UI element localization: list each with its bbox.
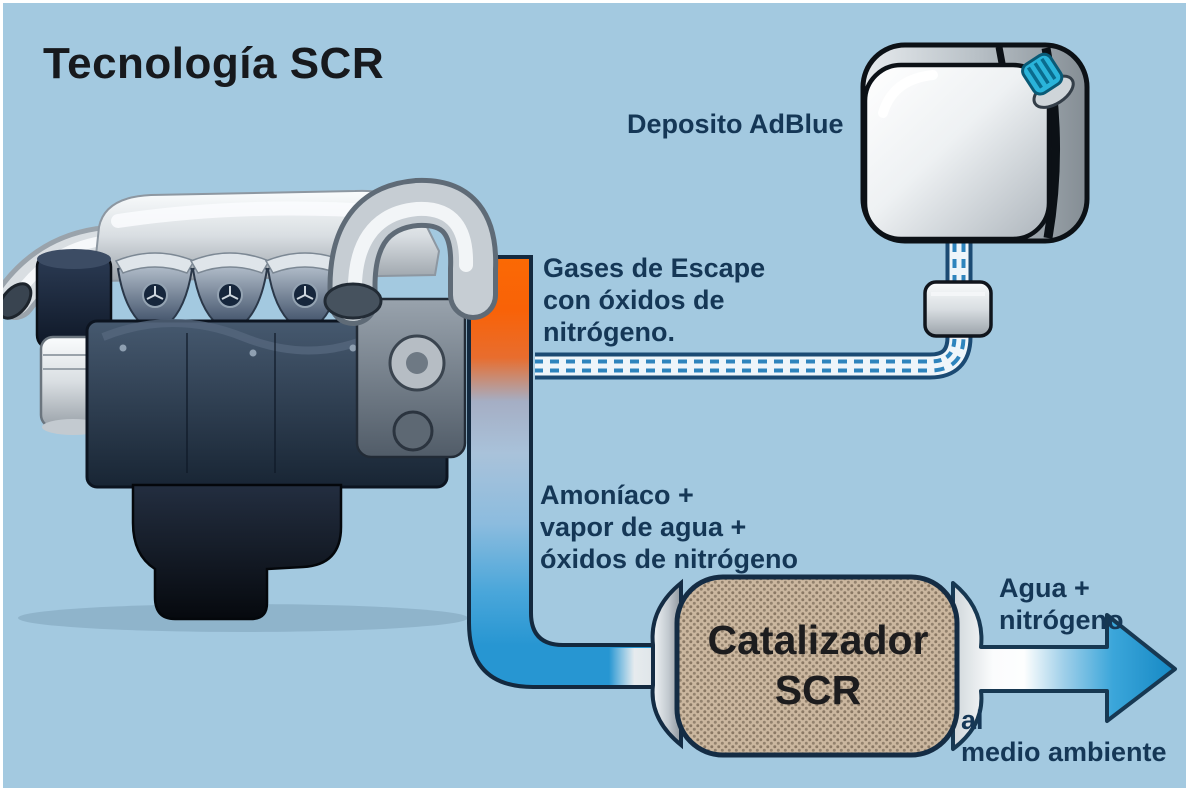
intake-towers (114, 252, 346, 326)
engine-illustration (3, 177, 499, 632)
catalyst-body (674, 574, 960, 758)
adblue-tank-illustration (860, 42, 1090, 244)
turbo-elbow (323, 177, 499, 326)
adblue-pump (923, 280, 993, 338)
adblue-tank-label: Deposito AdBlue (627, 109, 844, 139)
destination-label: al medio ambiente (961, 705, 1167, 767)
exhaust-pipe (467, 255, 655, 689)
page-title: Tecnología SCR (43, 39, 385, 88)
mixture-label: Amoníaco + vapor de agua + óxidos de nit… (540, 480, 799, 574)
oil-pan (131, 483, 343, 621)
diagram-graphics (3, 42, 1177, 758)
pipe-neck-silver (609, 648, 653, 685)
catalyst-label: Catalizador SCR (707, 617, 929, 714)
exhaust-gases-label: Gases de Escape con óxidos de nitrógeno. (543, 253, 766, 347)
tank-front-face (862, 62, 1052, 242)
outflow-arrow (951, 581, 1177, 751)
tank-filler-cap (1021, 52, 1075, 109)
output-label: Agua + nitrógeno (999, 573, 1124, 635)
catalyst-inlet-funnel (650, 578, 683, 750)
